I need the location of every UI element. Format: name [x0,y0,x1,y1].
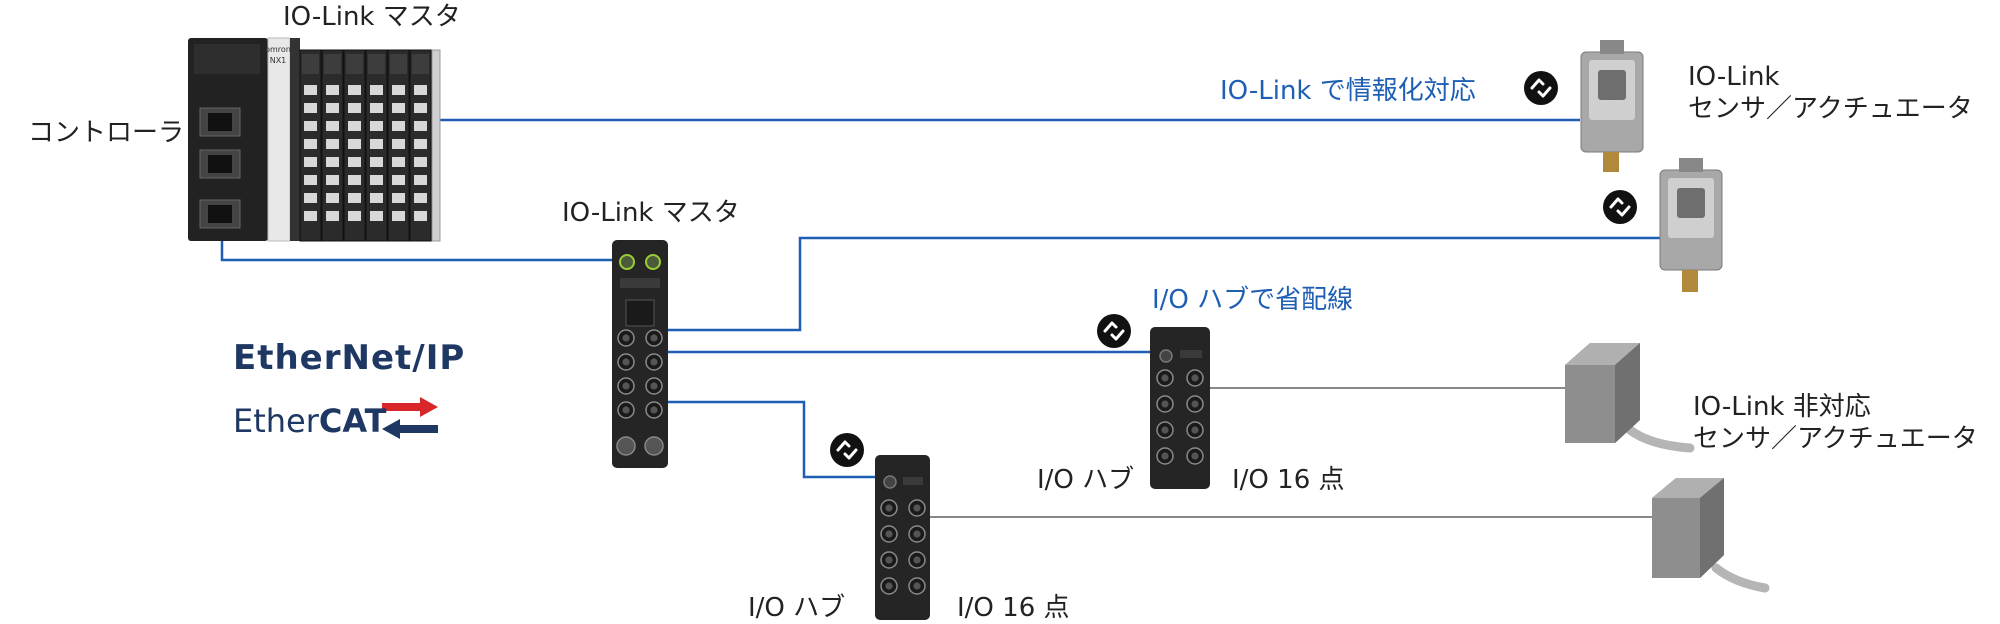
non-iolink-device-2 [1652,478,1724,578]
port-connector-icon [1186,395,1204,413]
ethercat-logo: EtherCAT [233,402,386,440]
cable-device-1 [1625,425,1695,453]
label-iolink-master-mid: IO-Link マスタ [562,198,740,228]
io-module [365,49,388,242]
master-ports [617,329,663,419]
label-iolink-info: IO-Link で情報化対応 [1220,76,1476,106]
port-connector-icon [617,377,635,395]
status-led-icon [619,254,635,270]
iolink-symbol-icons [830,71,1637,467]
io-module [409,49,432,242]
port-connector-icon [880,499,898,517]
label-non-iolink-line2: センサ／アクチュエータ [1693,424,1978,454]
iolink-icon [1097,314,1131,348]
link-master-to-hub-2 [668,400,875,479]
port-connector-icon [617,353,635,371]
label-iolink-sensor-line1: IO-Link [1688,62,1780,92]
label-iolink-master-top: IO-Link マスタ [283,2,461,32]
ethercat-arrow-icon [382,397,438,439]
port-connector-icon [1156,447,1174,465]
port-connector-icon [1156,369,1174,387]
port-connector-icon [617,401,635,419]
port-connector-icon [880,525,898,543]
port-connector-icon [645,377,663,395]
iolink-sensor-1 [1580,40,1644,172]
label-hub-2-name: I/O ハブ [748,593,846,623]
brand-panel [267,37,291,242]
port-connector-icon [1186,421,1204,439]
iolink-sensor-2 [1659,158,1723,292]
brand-text: omron [265,45,291,54]
port-connector-icon [1186,447,1204,465]
port-connector-icon [645,401,663,419]
label-controller: コントローラ [28,118,185,148]
io-hub-2 [875,455,930,620]
port-connector-icon [908,551,926,569]
io-modules [299,49,441,242]
io-module [343,49,366,242]
cable-device-2 [1711,563,1770,593]
label-non-iolink-line1: IO-Link 非対応 [1693,392,1871,422]
io-module [299,49,322,242]
port-connector-icon [1156,421,1174,439]
label-iolink-sensor-line2: センサ／アクチュエータ [1688,94,1973,124]
iolink-icon [1603,190,1637,224]
iolink-icon [1524,71,1558,105]
io-hub-1 [1150,327,1210,489]
port-connector-icon [645,353,663,371]
ethernet-ip-logo: EtherNet/IP [233,338,466,378]
port-connector-icon [908,577,926,595]
port-connector-icon [880,551,898,569]
io-module [321,49,344,242]
port-connector-icon [1186,369,1204,387]
model-text: NX1 [270,56,287,65]
label-io-hub-saving: I/O ハブで省配線 [1152,285,1354,315]
iolink-icon [830,433,864,467]
controller-unit: omron NX1 [188,37,441,242]
label-hub-1-name: I/O ハブ [1037,465,1135,495]
label-hub-2-points: I/O 16 点 [957,593,1070,623]
io-module [387,49,410,242]
port-connector-icon [1156,395,1174,413]
port-connector-icon [880,577,898,595]
label-hub-1-points: I/O 16 点 [1232,465,1345,495]
ethercat-logo-prefix: Ether [233,402,319,440]
port-connector-icon [645,329,663,347]
port-connector-icon [908,525,926,543]
hub-1-ports [1156,369,1204,465]
link-master-to-sensor-2 [668,236,1660,332]
hub-2-ports [880,499,926,595]
cpu-module [188,38,268,241]
status-led-icon [645,254,661,270]
port-connector-icon [908,499,926,517]
port-connector-icon [617,329,635,347]
ethernet-port-icons [199,107,241,229]
non-iolink-device-1 [1565,343,1640,443]
iolink-master-device [612,240,668,468]
ethercat-logo-suffix: CAT [318,402,387,440]
